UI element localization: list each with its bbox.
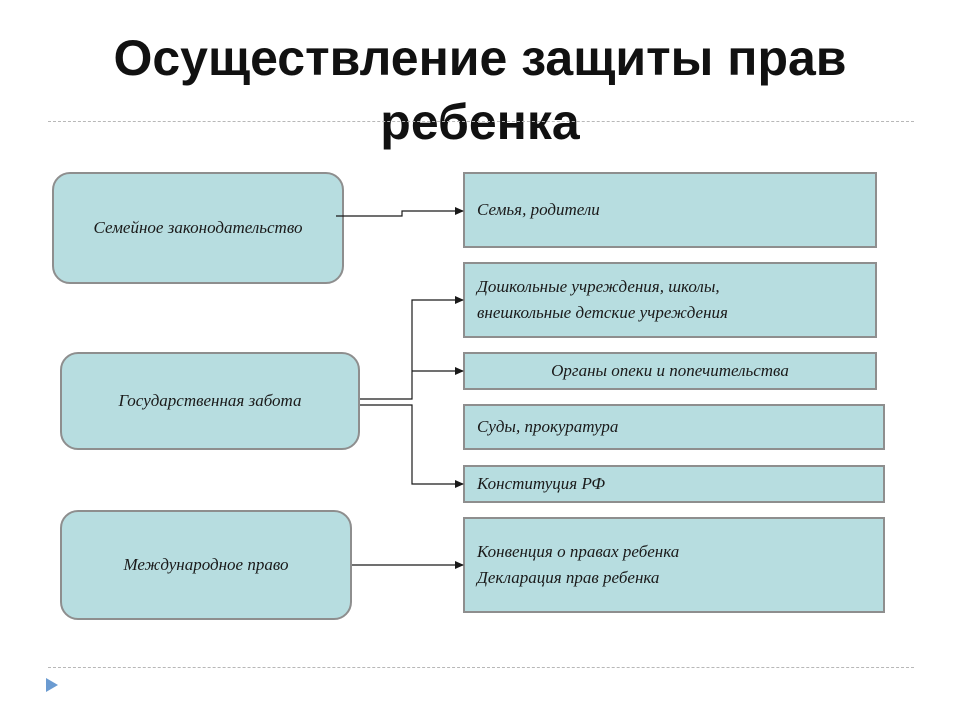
box-constitution: Конституция РФ [463,465,885,503]
top-divider [48,121,914,122]
box-state-care-label: Государственная забота [118,391,302,410]
box-institutions-line-1: Дошкольные учреждения, школы, [477,277,720,296]
arrow-family-law-to-family [336,207,464,217]
box-guardianship: Органы опеки и попечительства [463,352,877,390]
box-courts: Суды, прокуратура [463,404,885,450]
box-state-care: Государственная забота [60,352,360,450]
box-guardianship-label: Органы опеки и попечительства [551,361,789,380]
box-courts-label: Суды, прокуратура [477,417,619,436]
title-line-2: ребенка [380,94,580,150]
arrow-state-care-to-institutions [360,296,464,400]
slide-title: Осуществление защиты прав ребенка [0,26,960,154]
arrow-state-care-to-constitution [360,404,464,488]
box-convention: Конвенция о правах ребенка Декларация пр… [463,517,885,613]
box-convention-line-1: Конвенция о правах ребенка [477,542,680,561]
box-intl-law: Международное право [60,510,352,620]
title-line-1: Осуществление защиты прав [113,30,847,86]
box-family-law-label: Семейное законодательство [93,218,303,237]
box-family-label: Семья, родители [477,200,600,219]
box-intl-law-label: Международное право [123,555,289,574]
box-convention-line-2: Декларация прав ребенка [477,568,660,587]
box-constitution-label: Конституция РФ [477,474,606,493]
triangle-play-icon[interactable] [44,676,62,694]
bottom-divider [48,667,914,668]
box-institutions: Дошкольные учреждения, школы, внешкольны… [463,262,877,338]
box-family: Семья, родители [463,172,877,248]
box-institutions-line-2: внешкольные детские учреждения [477,303,728,322]
box-family-law: Семейное законодательство [52,172,344,284]
